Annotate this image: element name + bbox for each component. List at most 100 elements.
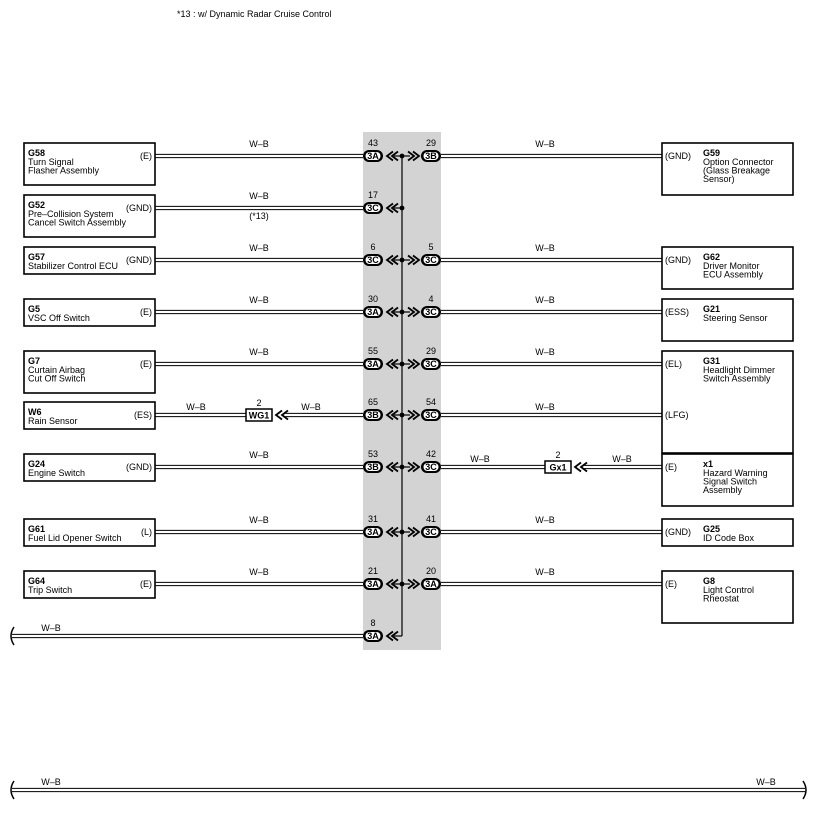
component-id: G64 (28, 576, 45, 586)
connector-arrow-icon (412, 306, 421, 318)
pin-number: 55 (368, 346, 378, 356)
component-name-line: Rheostat (703, 594, 740, 604)
connector-arrow-icon (390, 461, 399, 473)
component-name-line: VSC Off Switch (28, 313, 90, 323)
junction-connector-3b-label: 3B (367, 462, 379, 472)
wire-color-label: W–B (41, 777, 61, 787)
connector-arrow-icon (407, 254, 416, 266)
connector-arrow-icon (412, 254, 421, 266)
junction-connector-3b-inner (423, 152, 439, 160)
connector-arrow-icon (385, 306, 394, 318)
component-id: G59 (703, 148, 720, 158)
junction-connector-3b-label: 3B (425, 151, 437, 161)
connector-arrow-icon (407, 358, 416, 370)
component-name-line: Switch Assembly (703, 374, 771, 384)
component-box-g24 (23, 453, 156, 482)
pin-number: 41 (426, 514, 436, 524)
connector-arrow-icon (390, 306, 399, 318)
component-box-g59 (661, 142, 794, 196)
junction-connector-3b-inner (365, 463, 381, 471)
connector-arrow-icon (390, 358, 399, 370)
terminal-label: (LFG) (665, 410, 689, 420)
component-name-line: Headlight Dimmer (703, 365, 775, 375)
component-name-line: Cut Off Switch (28, 374, 85, 384)
pin-number: 54 (426, 397, 436, 407)
wire-color-label: W–B (535, 243, 555, 253)
pin-number: 30 (368, 294, 378, 304)
wire-color-label: W–B (535, 139, 555, 149)
junction-connector-3a-inner (365, 580, 381, 588)
component-box-g8 (661, 570, 794, 624)
component-id: G25 (703, 524, 720, 534)
footnote-text: *13 : w/ Dynamic Radar Cruise Control (177, 9, 332, 19)
connector-arrow-icon (390, 630, 399, 642)
wire-color-label: W–B (535, 347, 555, 357)
component-name-line: ECU Assembly (703, 270, 764, 280)
terminal-label: (ES) (134, 410, 152, 420)
terminal-label: (E) (665, 462, 677, 472)
connector-arrow-icon (390, 254, 399, 266)
junction-connector-3a-label: 3A (367, 151, 379, 161)
wire-color-label: W–B (756, 777, 776, 787)
component-name-line: Cancel Switch Assembly (28, 218, 127, 228)
connector-arrow-icon (412, 150, 421, 162)
component-name-line: Driver Monitor (703, 261, 760, 271)
connector-arrow-icon (385, 254, 394, 266)
component-name-line: ID Code Box (703, 533, 755, 543)
junction-connector-3c-inner (423, 411, 439, 419)
component-box-g57 (23, 246, 156, 275)
pin-number: 6 (370, 242, 375, 252)
connector-arrow-icon (385, 358, 394, 370)
wire-color-label: W–B (470, 454, 490, 464)
pin-number: 17 (368, 190, 378, 200)
junction-connector-3c-inner (423, 463, 439, 471)
pin-number: 65 (368, 397, 378, 407)
pin-number: 4 (428, 294, 433, 304)
connector-arrow-icon (385, 630, 394, 642)
terminal-label: (E) (665, 579, 677, 589)
junction-connector-3c-label: 3C (425, 307, 437, 317)
wire-break-icon (802, 780, 807, 800)
pin-number: 5 (428, 242, 433, 252)
junction-connector-3c-inner (365, 256, 381, 264)
wire-color-label: W–B (249, 295, 269, 305)
terminal-label: (L) (141, 527, 152, 537)
pin-number: 29 (426, 138, 436, 148)
component-id: G52 (28, 200, 45, 210)
junction-connector-3c-label: 3C (425, 527, 437, 537)
component-name-line: Hazard Warning (703, 468, 768, 478)
junction-connector-3c-inner (423, 256, 439, 264)
connector-arrow-icon (385, 578, 394, 590)
junction-connector-3a-inner (365, 632, 381, 640)
connector-arrow-icon (412, 461, 421, 473)
component-box-g25 (661, 518, 794, 547)
terminal-label: (ESS) (665, 307, 689, 317)
component-id: G5 (28, 304, 40, 314)
component-box-g61 (23, 518, 156, 547)
connector-arrow-icon (280, 409, 289, 421)
junction-connector-3c-label: 3C (425, 359, 437, 369)
component-id: G31 (703, 356, 720, 366)
component-box-w6 (23, 401, 156, 430)
terminal-label: (GND) (665, 527, 691, 537)
component-box-g64 (23, 570, 156, 599)
junction-connector-3a-inner (365, 360, 381, 368)
pin-number: 31 (368, 514, 378, 524)
connector-arrow-icon (385, 526, 394, 538)
wire-color-label: W–B (249, 347, 269, 357)
component-id: G61 (28, 524, 45, 534)
component-box-g31 (661, 350, 794, 454)
connector-arrow-icon (385, 461, 394, 473)
connector-arrow-icon (412, 358, 421, 370)
junction-connector-3a-label: 3A (367, 307, 379, 317)
terminal-label: (E) (140, 151, 152, 161)
wire-color-label: W–B (535, 515, 555, 525)
junction-connector-3c-label: 3C (425, 255, 437, 265)
wire-color-label: W–B (41, 623, 61, 633)
wire-color-label: W–B (301, 402, 321, 412)
junction-connector-3c-label: 3C (367, 255, 379, 265)
terminal-label: (E) (140, 359, 152, 369)
component-id: G62 (703, 252, 720, 262)
wire-break-icon (10, 780, 15, 800)
pin-number: 43 (368, 138, 378, 148)
